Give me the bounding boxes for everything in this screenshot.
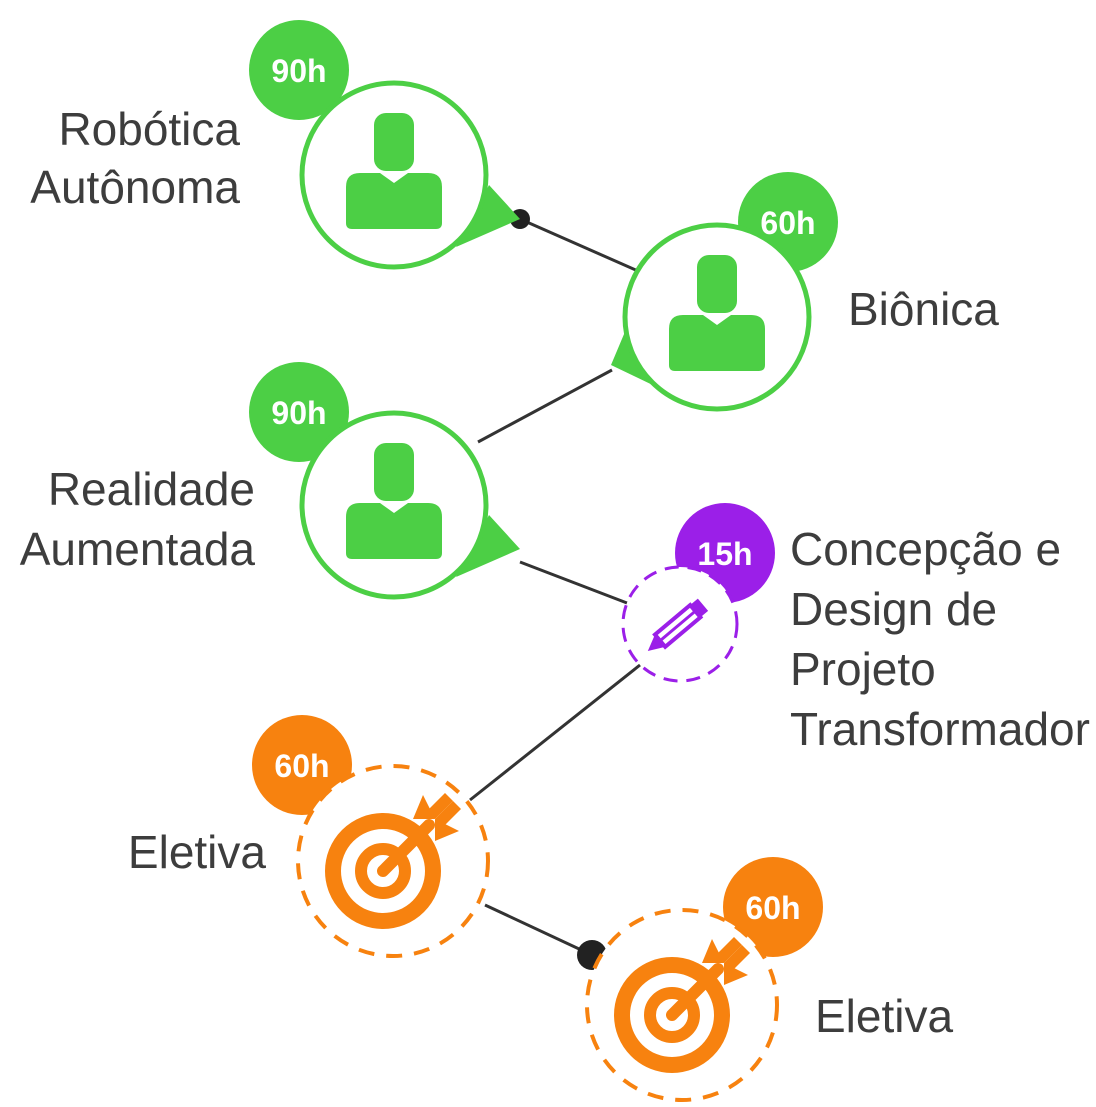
connector-bionica-realidade	[477, 368, 613, 444]
node-eletiva2: 60h	[585, 857, 823, 1102]
node-label-line: Robótica	[58, 103, 240, 155]
labels-layer: RobóticaAutônomaBiônicaRealidadeAumentad…	[20, 103, 1090, 1042]
connector-lines	[469, 209, 641, 970]
node-circle	[622, 222, 812, 412]
node-label-line: Aumentada	[20, 523, 256, 575]
hours-badge-label: 60h	[745, 890, 800, 926]
node-label-line: Projeto	[790, 643, 936, 695]
node-realidade: 90h	[249, 362, 520, 600]
node-label-eletiva2: Eletiva	[815, 990, 953, 1042]
hours-badge-label: 60h	[274, 748, 329, 784]
node-bionica: 60h	[611, 172, 838, 412]
node-label-line: Concepção e	[790, 523, 1061, 575]
hours-badge	[249, 20, 349, 120]
pointer-tail	[456, 515, 520, 577]
connector-realidade-concepcao	[519, 560, 628, 605]
hours-badge-label: 90h	[271, 53, 326, 89]
nodes-layer: 90h 60h 90h 15h 60h 60h	[249, 20, 838, 1102]
node-label-line: Transformador	[790, 703, 1090, 755]
hours-badge-label: 15h	[697, 536, 752, 572]
connector-eletiva1-eletiva2	[484, 903, 593, 957]
node-robotica: 90h	[249, 20, 520, 270]
node-label-line: Eletiva	[128, 826, 266, 878]
pencil-icon	[647, 598, 709, 651]
node-label-line: Autônoma	[30, 161, 240, 213]
hours-badge-label: 60h	[760, 205, 815, 241]
target-icon	[614, 937, 750, 1073]
connector-concepcao-eletiva1	[469, 663, 641, 802]
node-label-eletiva1: Eletiva	[128, 826, 266, 878]
target-icon	[325, 793, 461, 929]
node-label-line: Design de	[790, 583, 997, 635]
pointer-tail	[456, 185, 520, 247]
hours-badge	[723, 857, 823, 957]
node-label-bionica: Biônica	[848, 283, 999, 335]
node-label-line: Eletiva	[815, 990, 953, 1042]
connector-robotica-bionica	[519, 217, 639, 273]
node-circle	[299, 410, 489, 600]
hours-badge-label: 90h	[271, 395, 326, 431]
node-circle	[299, 80, 489, 270]
hours-badge	[249, 362, 349, 462]
node-concepcao: 15h	[621, 503, 775, 683]
node-label-line: Biônica	[848, 283, 999, 335]
node-eletiva1: 60h	[252, 715, 490, 958]
node-label-line: Realidade	[48, 463, 255, 515]
